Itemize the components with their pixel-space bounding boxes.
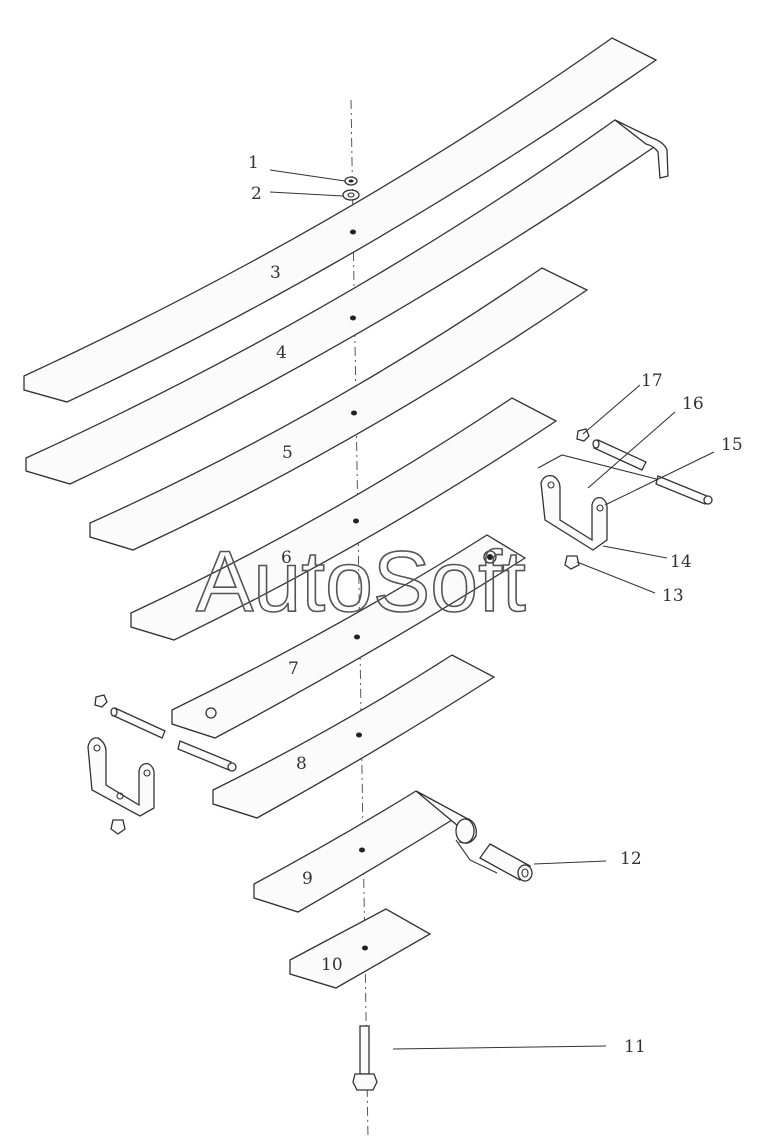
leaf-8 bbox=[212, 654, 496, 819]
leaf-5 bbox=[89, 267, 589, 551]
callout-labels: 1 2 3 4 5 6 7 8 9 10 11 12 13 14 15 16 1… bbox=[248, 153, 743, 1057]
leaf-10 bbox=[289, 908, 432, 989]
leaf-6 bbox=[130, 397, 558, 641]
callout-14: 14 bbox=[670, 552, 692, 572]
left-bolt bbox=[110, 819, 126, 835]
callout-5: 5 bbox=[282, 443, 293, 463]
leaf-7 bbox=[171, 534, 527, 739]
part-15-pin-right bbox=[655, 475, 713, 505]
callout-1: 1 bbox=[248, 153, 259, 173]
left-pin-lower bbox=[177, 740, 237, 772]
part-1-nut bbox=[344, 176, 358, 186]
callout-11: 11 bbox=[624, 1037, 646, 1057]
left-pin-upper bbox=[110, 707, 166, 739]
leaf-3 bbox=[23, 37, 658, 403]
watermark: AutoSoft bbox=[196, 534, 526, 630]
leaf-4 bbox=[25, 119, 669, 485]
callout-9: 9 bbox=[302, 869, 313, 889]
callout-8: 8 bbox=[296, 754, 307, 774]
callout-17: 17 bbox=[641, 371, 663, 391]
callout-6: 6 bbox=[281, 548, 292, 568]
callout-2: 2 bbox=[251, 184, 262, 204]
callout-7: 7 bbox=[288, 659, 299, 679]
part-16-pin-right bbox=[592, 439, 647, 471]
part-12-bushing bbox=[479, 843, 533, 882]
left-nut bbox=[94, 694, 108, 708]
callout-10: 10 bbox=[321, 955, 343, 975]
callout-15: 15 bbox=[721, 435, 743, 455]
callout-13: 13 bbox=[662, 586, 684, 606]
center-holes bbox=[350, 229, 368, 951]
callout-16: 16 bbox=[682, 394, 704, 414]
callout-3: 3 bbox=[270, 263, 281, 283]
left-shackle bbox=[87, 737, 155, 817]
part-11-center-bolt bbox=[352, 1025, 378, 1091]
part-13-bolt-right bbox=[564, 555, 580, 570]
leaf-9 bbox=[253, 790, 498, 913]
part-2-washer bbox=[342, 189, 360, 201]
callout-4: 4 bbox=[276, 343, 287, 363]
right-shackle bbox=[537, 454, 665, 551]
callout-12: 12 bbox=[620, 849, 642, 869]
leader-lines bbox=[269, 169, 715, 1050]
